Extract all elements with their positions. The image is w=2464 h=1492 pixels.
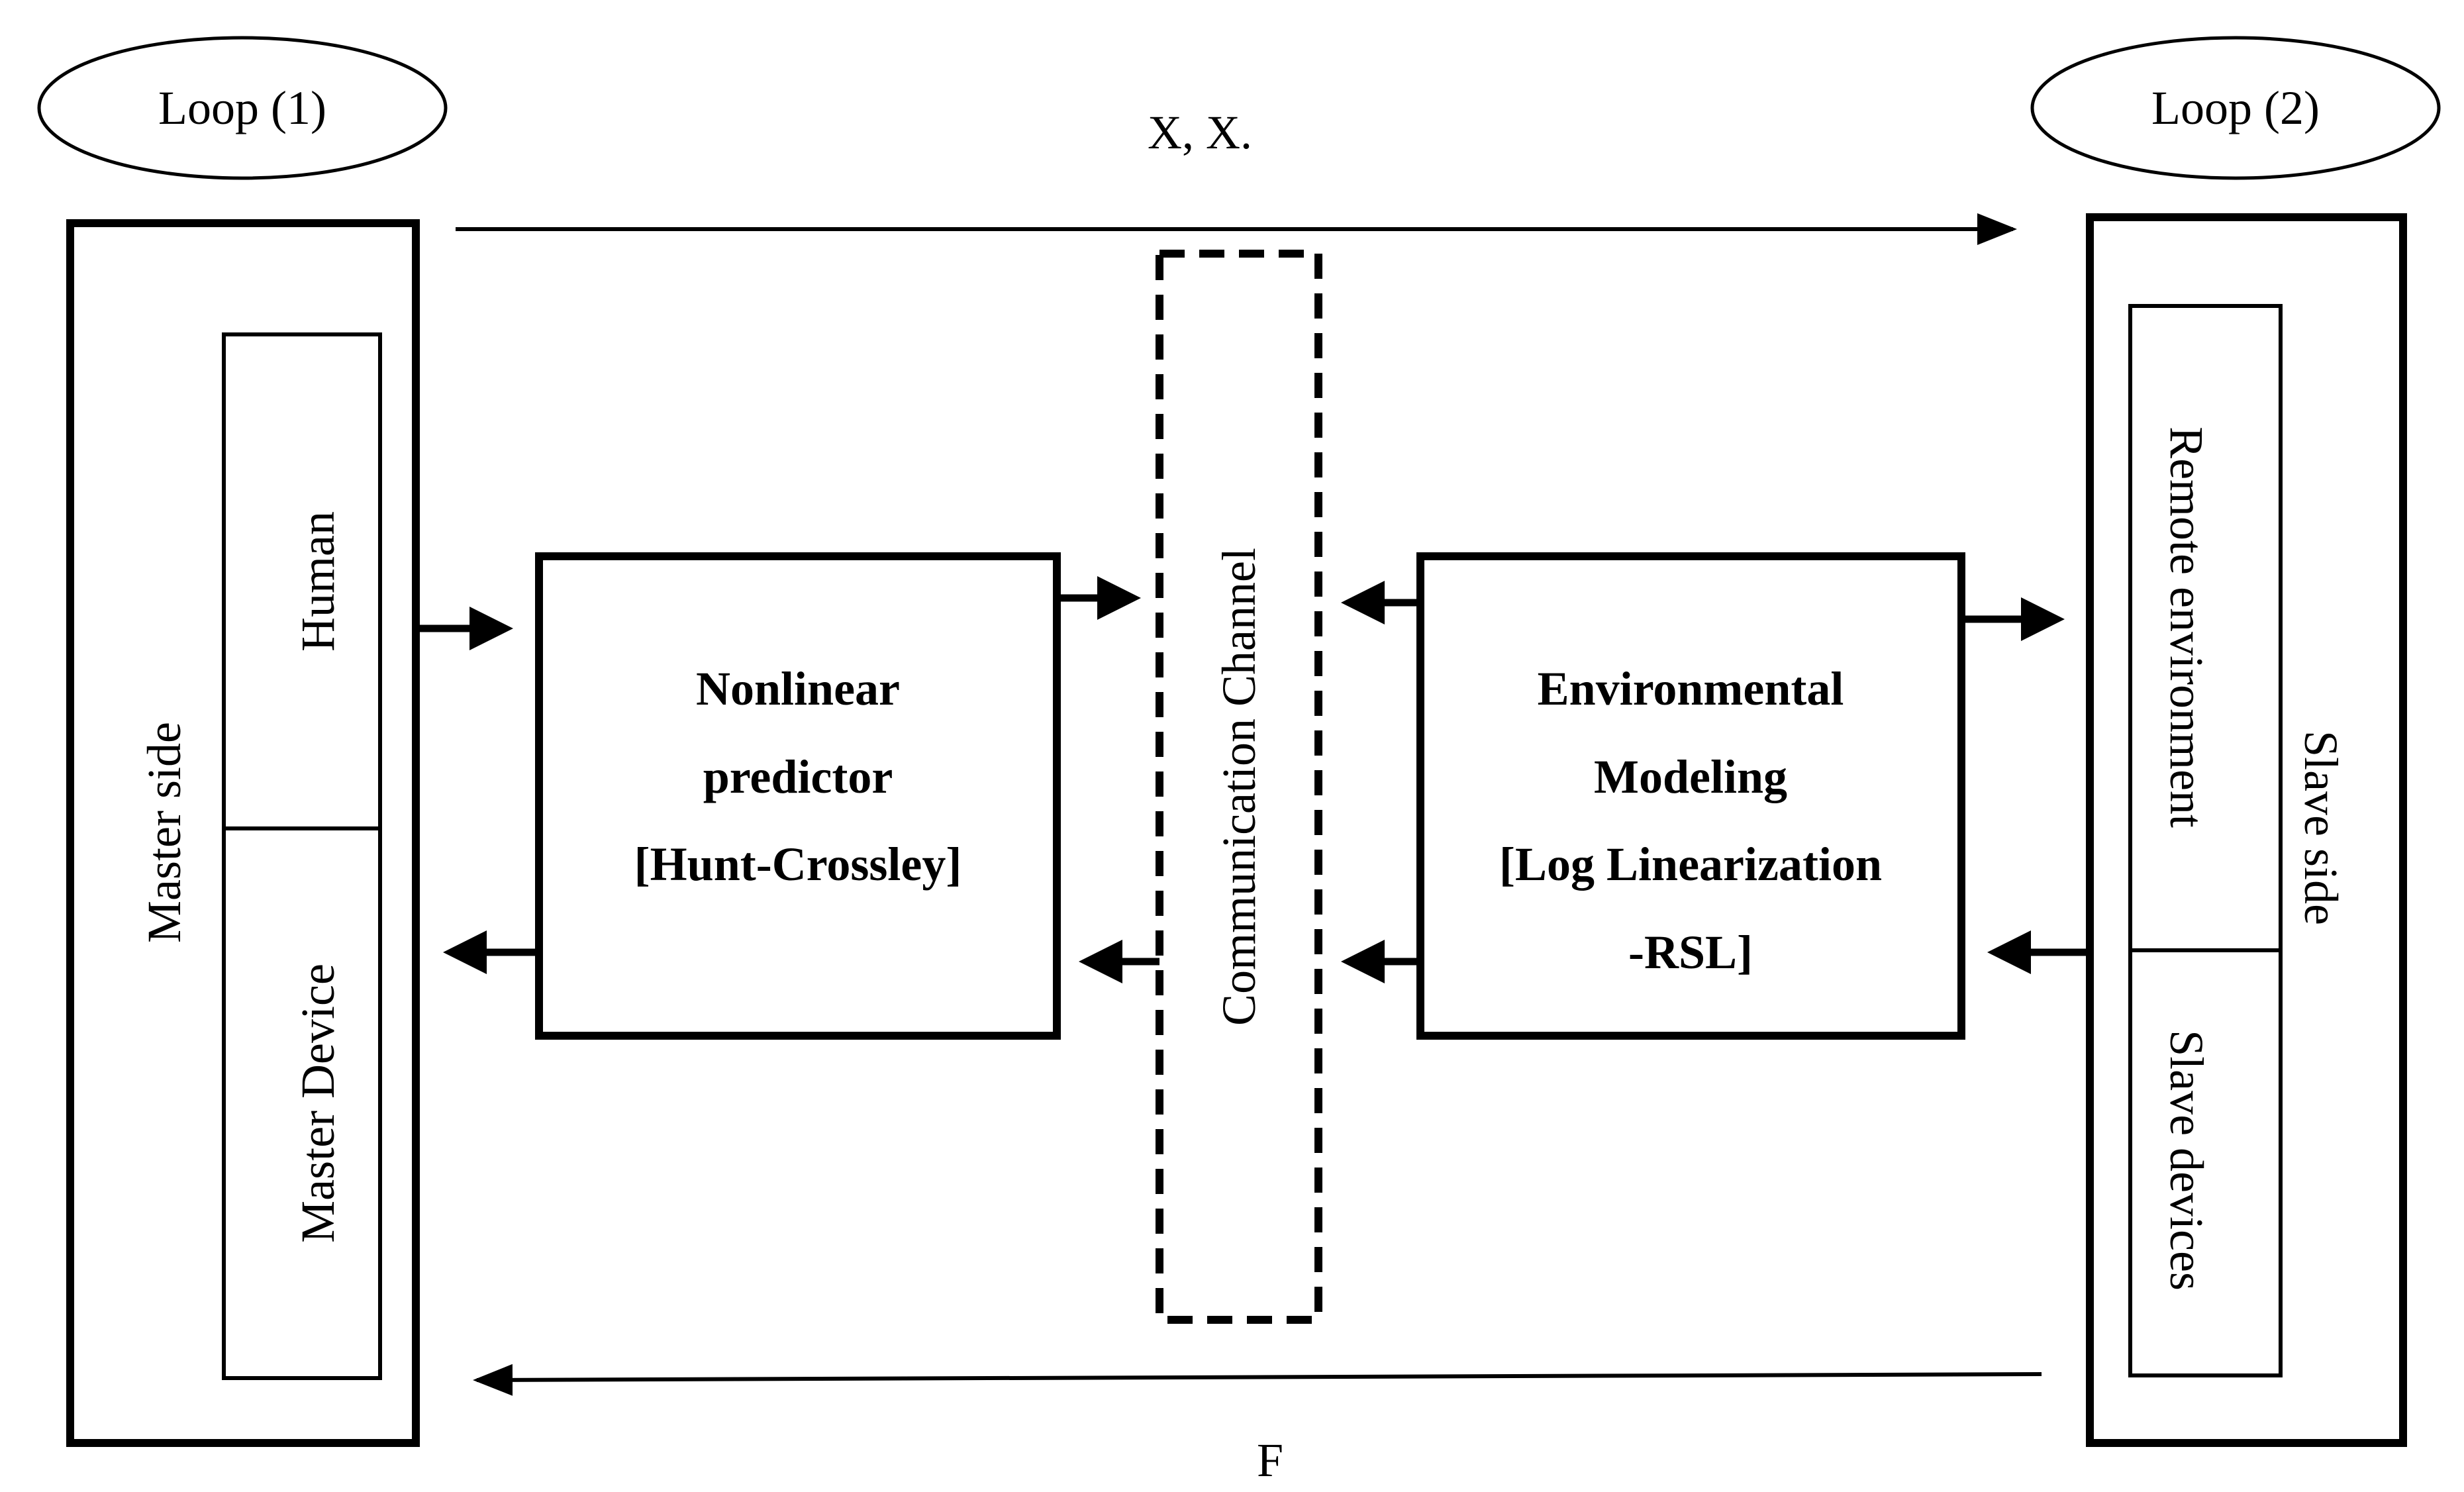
top-signal-label: X, X.: [1148, 106, 1252, 159]
predictor-line-1: Nonlinear: [696, 662, 900, 715]
feedback-arrow: [473, 1364, 2042, 1396]
master-side-box: Master side Human Master Device: [66, 219, 420, 1447]
environment-line-1: Environmental: [1538, 662, 1844, 715]
master-side-label: Master side: [138, 722, 191, 943]
slave-side-box: Remote environment Slave devices Slave s…: [2086, 213, 2407, 1447]
predictor-line-3: [Hunt-Crossley]: [634, 838, 962, 891]
loop-2-label: Loop (2): [2151, 81, 2320, 134]
communication-channel-box: Communication Channel: [1156, 250, 1322, 1324]
environment-line-2: Modeling: [1594, 750, 1787, 803]
environment-line-4: -RSL]: [1628, 926, 1753, 979]
remote-environment-label: Remote environment: [2160, 426, 2213, 828]
bottom-signal-label: F: [1257, 1434, 1283, 1487]
communication-channel-label: Communication Channel: [1212, 548, 1265, 1026]
predictor-line-2: predictor: [703, 750, 893, 803]
human-label: Human: [291, 511, 344, 652]
master-device-label: Master Device: [291, 964, 344, 1243]
loop-2-ellipse: Loop (2): [2030, 36, 2441, 180]
loop-1-label: Loop (1): [158, 81, 326, 134]
loop-1-ellipse: Loop (1): [37, 36, 448, 180]
slave-devices-label: Slave devices: [2160, 1030, 2213, 1291]
connector-arrows: [416, 576, 2090, 983]
environment-line-3: [Log Linearization: [1499, 838, 1882, 891]
nonlinear-predictor-box: Nonlinear predictor [Hunt-Crossley]: [535, 552, 1061, 1040]
environmental-modeling-box: Environmental Modeling [Log Linearizatio…: [1416, 552, 1965, 1040]
slave-side-label: Slave side: [2294, 730, 2347, 925]
